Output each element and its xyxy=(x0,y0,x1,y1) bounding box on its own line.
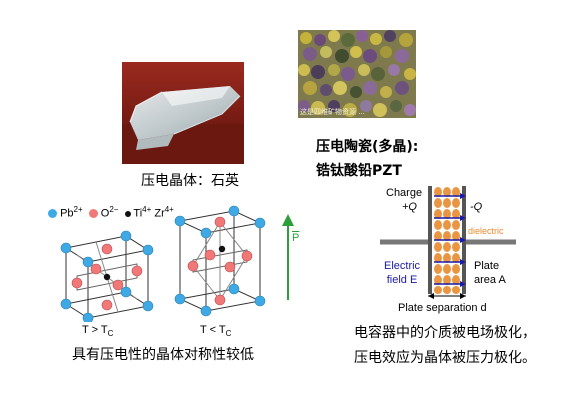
o-ion-charge: 2− xyxy=(109,205,119,214)
minus-q-label: -Q xyxy=(470,201,483,213)
dielectric-dipoles xyxy=(434,187,466,294)
ti-ion-label: Ti xyxy=(133,207,143,220)
ceramic-photo: 这是四维矿物资源 ... xyxy=(298,30,416,118)
electric-field-line2: field E xyxy=(386,274,418,286)
capacitor-caption-line2: 压电效应为晶体被压力极化。 xyxy=(354,350,536,366)
pb-ion-icon xyxy=(48,209,57,219)
capacitor-diagram xyxy=(380,186,516,299)
plus-q-label: +Q xyxy=(402,201,417,213)
plate-separation-label: Plate separation d xyxy=(398,302,487,314)
quartz-crystal-illustration xyxy=(122,62,244,164)
zr-ion-charge: 4+ xyxy=(164,205,174,214)
capacitor-caption-line1: 电容器中的介质被电场极化， xyxy=(354,325,536,341)
ceramic-title: 压电陶瓷(多晶): xyxy=(316,139,419,155)
plate-area-line1: Plate xyxy=(474,260,500,272)
ti-ion-charge: 4+ xyxy=(142,205,152,214)
quartz-photo xyxy=(122,62,244,164)
cubic-crystal-diagram xyxy=(60,230,154,322)
ceramic-watermark: 这是四维矿物资源 ... xyxy=(300,108,365,116)
tetragonal-crystal-diagram xyxy=(174,205,266,317)
zr-ion-label: Zr xyxy=(154,207,165,220)
tetragonal-phase-text: T < T xyxy=(200,324,226,336)
ti-ion-icon xyxy=(124,210,131,217)
tetragonal-phase-label: T < TC xyxy=(200,324,231,338)
dielectric-label: dielectric xyxy=(468,226,504,236)
cubic-phase-label: T > TC xyxy=(82,324,113,338)
crystal-caption: 具有压电性的晶体对称性较低 xyxy=(72,347,254,363)
o-ion-label: O xyxy=(100,207,110,220)
charge-label: Charge xyxy=(386,187,423,199)
ceramic-grains-illustration xyxy=(298,30,416,118)
plate-area-label: Plate area A xyxy=(474,259,506,287)
electric-field-line1: Electric xyxy=(384,260,421,272)
cubic-phase-text: T > T xyxy=(82,324,108,336)
crystal-legend: Pb2+ O2− Ti4+ Zr4+ xyxy=(48,205,174,220)
polarization-label: P xyxy=(292,232,300,244)
pb-ion-charge: 2+ xyxy=(73,205,83,214)
pb-ion-label: Pb xyxy=(60,207,74,220)
cubic-phase-sub: C xyxy=(107,329,114,339)
electric-field-label: Electric field E xyxy=(384,259,420,287)
polarization-arrow-icon xyxy=(282,214,294,300)
plate-area-line2: area A xyxy=(474,274,506,286)
quartz-caption: 压电晶体：石英 xyxy=(141,173,239,189)
ceramic-subtitle: 锆钛酸铅PZT xyxy=(316,163,402,179)
tetragonal-phase-sub: C xyxy=(225,329,232,339)
o-ion-icon xyxy=(88,209,98,219)
